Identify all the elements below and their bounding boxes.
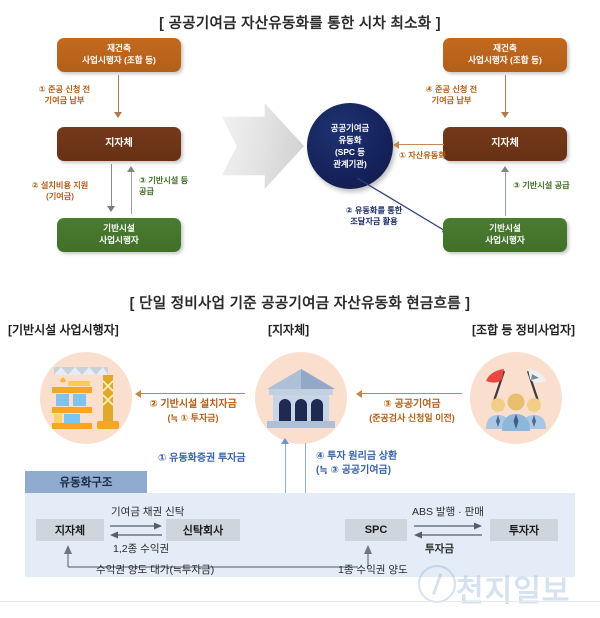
structure-return-path-left <box>64 545 358 568</box>
label-right-flow-3: ③ 기반시설 공급 <box>513 181 570 190</box>
structure-node-trust-company: 신탁회사 <box>166 519 240 541</box>
column-header-municipality: [지자체] <box>268 323 310 337</box>
arrow-left-2-head <box>107 206 116 212</box>
arrow-flow-3-line <box>362 393 462 395</box>
arrow-right-3-line <box>505 172 507 216</box>
arrow-flow-1-head <box>281 438 290 444</box>
government-building-icon <box>255 352 347 444</box>
arrow-right-4-line <box>505 75 507 113</box>
structure-node-municipality: 지자체 <box>36 519 104 541</box>
arrow-right-3-head <box>501 166 510 172</box>
arrow-flow-3-head <box>356 389 362 398</box>
box-left-municipality: 지자체 <box>57 127 181 161</box>
bottom-divider <box>0 601 600 602</box>
box-right-developer-label: 재건축 사업시행자 (조합 등) <box>468 43 542 65</box>
structure-label-return-left: 수익권 양도 대가(≒투자금) <box>96 564 215 576</box>
label-flow-3: ③ 공공기여금 (준공검사 신청일 이전) <box>369 399 455 423</box>
box-left-developer-label: 재건축 사업시행자 (조합 등) <box>82 43 156 65</box>
structure-label-trust-top: 기여금 채권 신탁 <box>111 506 185 518</box>
structure-node-spc: SPC <box>345 519 407 541</box>
label-flow-1: ① 유동화증권 투자금 <box>158 453 246 464</box>
box-right-infra-label: 기반시설 사업시행자 <box>485 223 525 245</box>
securitization-circle-label: 공공기여금 유동화 (SPC 등 관계기관) <box>330 122 370 170</box>
structure-label-abs-top: ABS 발행 · 판매 <box>412 506 484 518</box>
box-right-infra: 기반시설 사업시행자 <box>443 218 567 252</box>
label-left-flow-2: ② 설치비용 지원 (기여금) <box>31 181 89 202</box>
box-right-municipality: 지자체 <box>443 127 567 161</box>
people-group-flags-icon <box>470 352 562 444</box>
arrow-flow-2-line <box>141 393 245 395</box>
structure-return-path-right <box>364 545 372 567</box>
label-right-flow-2: ② 유동화를 통한 조달자금 활용 <box>345 206 403 227</box>
structure-arrows-abs <box>414 522 482 539</box>
structure-arrows-trust <box>110 522 162 539</box>
arrow-left-3-line <box>131 172 133 214</box>
arrow-left-3-head <box>127 166 136 172</box>
box-right-municipality-label: 지자체 <box>491 138 519 150</box>
box-left-infra-label: 기반시설 사업시행자 <box>99 223 139 245</box>
securitization-circle: 공공기여금 유동화 (SPC 등 관계기관) <box>307 103 393 189</box>
arrow-right-1-line <box>398 144 444 146</box>
arrow-right-4-head <box>501 112 510 118</box>
construction-crane-icon <box>40 352 132 444</box>
box-right-developer: 재건축 사업시행자 (조합 등) <box>443 38 567 72</box>
structure-tab: 유동화구조 <box>25 471 147 493</box>
label-right-flow-1: ① 자산유동화 <box>399 151 446 160</box>
top-diagram-title: [ 공공기여금 자산유동화를 통한 시차 최소화 ] <box>159 16 441 32</box>
arrow-flow-4-line <box>305 443 307 499</box>
arrow-left-2-line <box>111 164 113 207</box>
box-left-infra: 기반시설 사업시행자 <box>57 218 181 252</box>
structure-label-trust-bottom: 1,2종 수익권 <box>113 543 170 555</box>
label-left-flow-3: ③ 기반시설 등 공급 <box>139 176 189 197</box>
column-header-infra: [기반시설 사업시행자] <box>8 323 119 337</box>
arrow-right-1-head <box>393 140 399 149</box>
watermark-text: 천지일보 <box>456 575 571 608</box>
arrow-flow-2-head <box>135 389 141 398</box>
structure-label-abs-bottom: 투자금 <box>425 543 454 555</box>
structure-node-investor: 투자자 <box>490 519 558 541</box>
box-left-municipality-label: 지자체 <box>105 138 133 150</box>
bottom-diagram-title: [ 단일 정비사업 기준 공공기여금 자산유동화 현금흐름 ] <box>129 296 471 312</box>
column-header-association: [조합 등 정비사업자] <box>472 323 575 337</box>
box-left-developer: 재건축 사업시행자 (조합 등) <box>57 38 181 72</box>
watermark-logo-icon <box>418 565 456 603</box>
label-left-flow-1: ① 준공 신청 전 기여금 납부 <box>38 85 91 106</box>
arrow-left-1-head <box>114 112 123 118</box>
label-right-flow-4: ④ 준공 신청 전 기여금 납부 <box>425 85 478 106</box>
structure-label-return-right: 1종 수익권 양도 <box>338 564 408 576</box>
label-flow-4: ④ 투자 원리금 상환 (≒ ③ 공공기여금) <box>316 451 398 476</box>
transition-chevron-icon <box>222 103 304 189</box>
arrow-left-1-line <box>118 75 120 113</box>
arrow-flow-1-line <box>285 443 287 499</box>
label-flow-2: ② 기반시설 설치자금 (≒ ① 투자금) <box>149 399 237 423</box>
